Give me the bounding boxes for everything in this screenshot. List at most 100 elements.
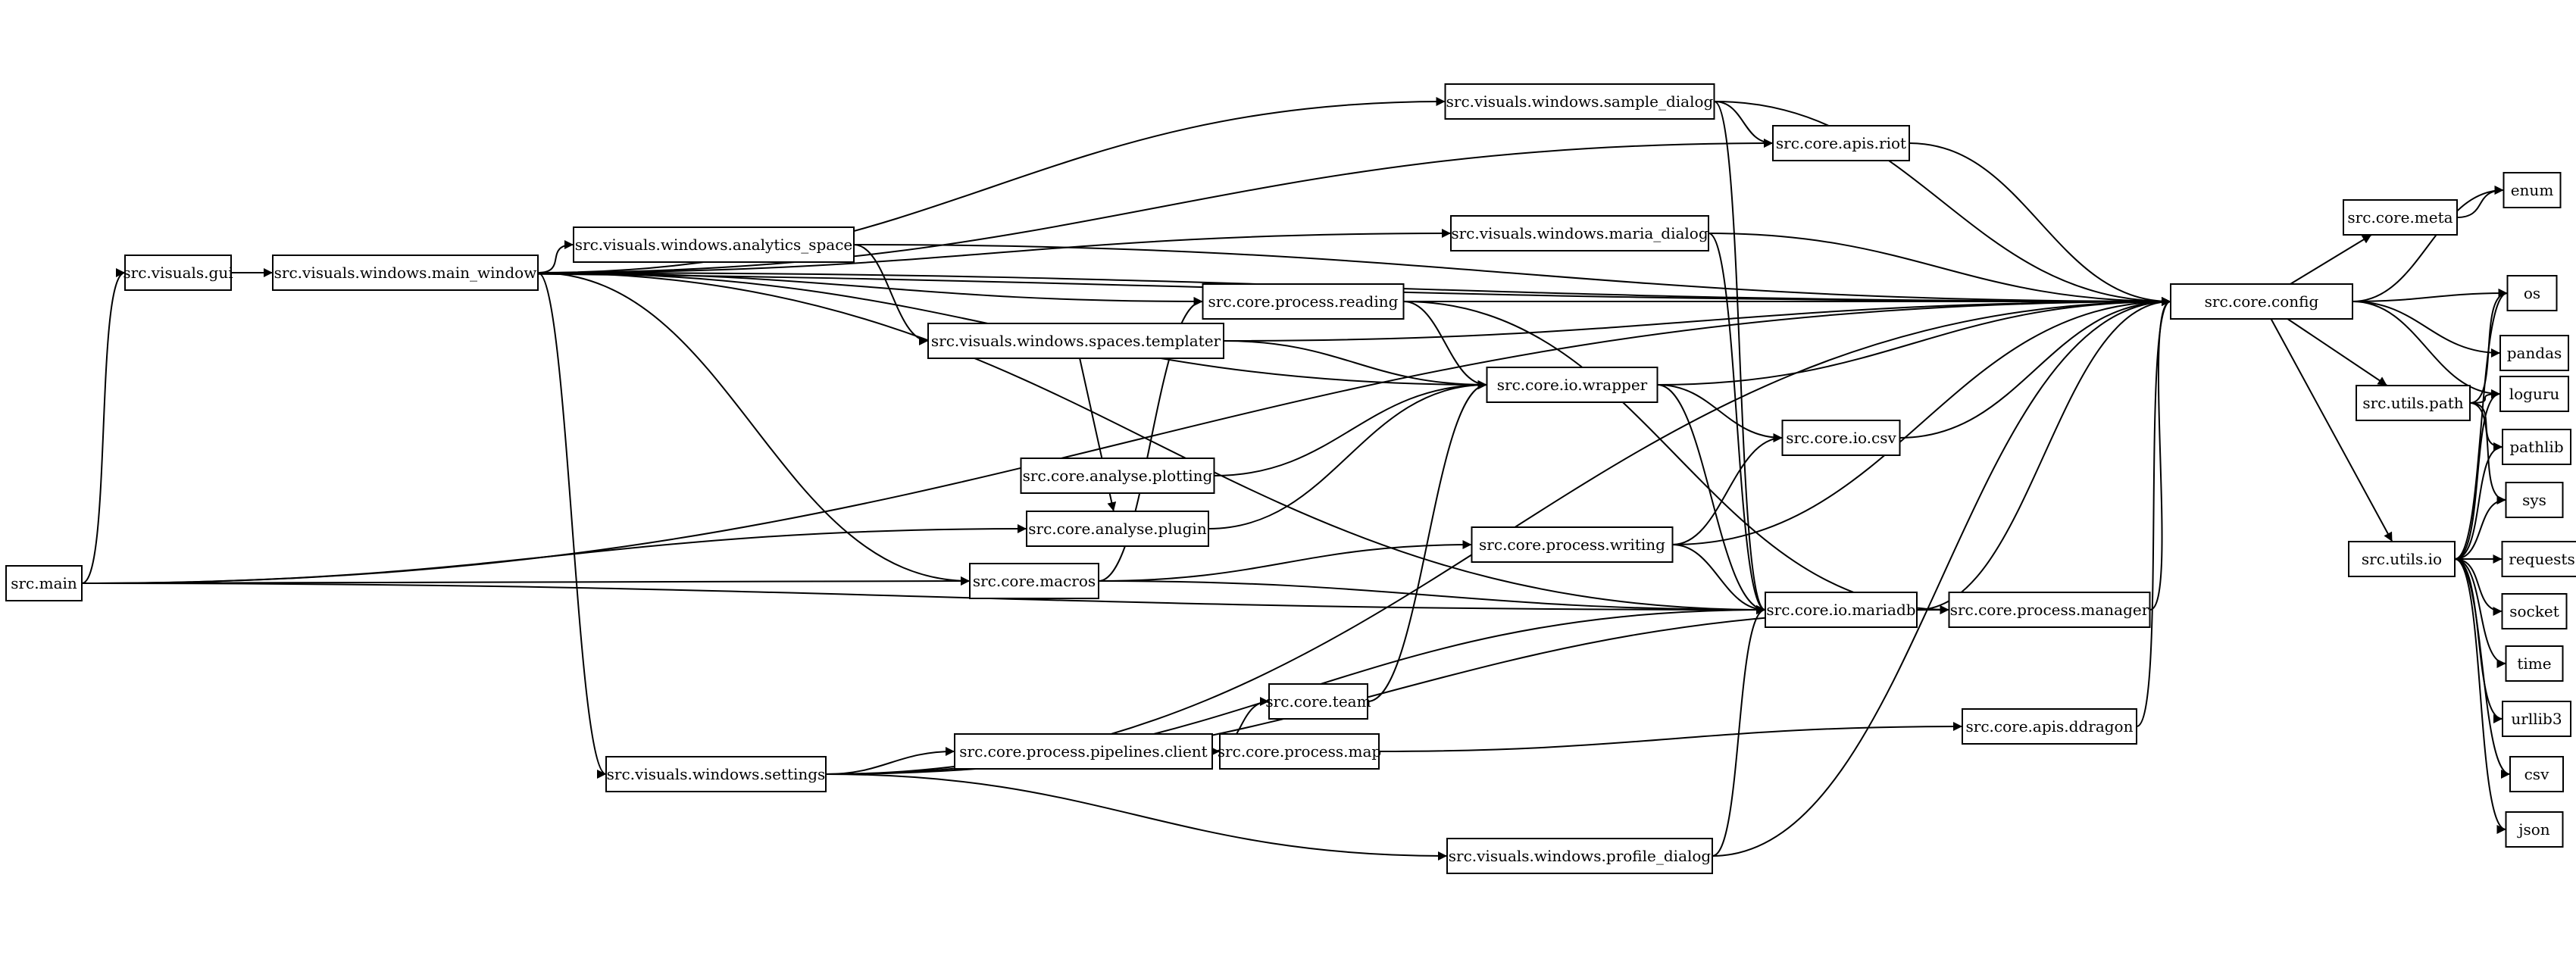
node-sys[interactable]: sys — [2505, 482, 2564, 518]
edge-path — [1916, 297, 2171, 611]
node-box — [1781, 420, 1901, 456]
node-reading[interactable]: src.core.process.reading — [1202, 283, 1405, 320]
node-label: src.core.io.csv — [1786, 429, 1896, 447]
node-label: src.core.process.reading — [1208, 292, 1399, 311]
node-box — [2505, 811, 2564, 848]
edge-process_map-to-ddragon — [1378, 722, 1963, 752]
node-manager[interactable]: src.core.process.manager — [1948, 592, 2151, 628]
edge-path — [1378, 722, 1963, 752]
node-meta[interactable]: src.core.meta — [2343, 199, 2458, 236]
node-box — [2501, 593, 2568, 629]
node-sample-dialog[interactable]: src.visuals.windows.sample_dialog — [1444, 83, 1715, 120]
edge-uio-to-os — [2454, 289, 2508, 560]
node-pathlib[interactable]: pathlib — [2502, 429, 2571, 465]
edge-path — [537, 240, 574, 273]
node-writing[interactable]: src.core.process.writing — [1471, 526, 1674, 563]
edge-sample_dialog-to-mariadb — [1714, 101, 1766, 614]
edge-path — [2454, 389, 2501, 560]
node-team[interactable]: src.core.team — [1265, 683, 1371, 720]
node-label: loguru — [2509, 385, 2560, 403]
edge-meta-to-enum — [2456, 186, 2504, 218]
node-maria-dialog[interactable]: src.visuals.windows.maria_dialog — [1450, 215, 1709, 251]
edge-path — [2469, 402, 2503, 451]
node-ddragon[interactable]: src.core.apis.ddragon — [1962, 708, 2137, 745]
edge-analytics_space-to-templater — [853, 244, 929, 345]
edge-path — [1672, 433, 1783, 545]
node-riot[interactable]: src.core.apis.riot — [1772, 125, 1910, 161]
node-wrapper[interactable]: src.core.io.wrapper — [1486, 367, 1658, 403]
node-box — [1268, 683, 1368, 720]
edge-path — [2352, 186, 2504, 302]
node-mariadb[interactable]: src.core.io.mariadb — [1765, 592, 1918, 628]
node-plotting[interactable]: src.core.analyse.plotting — [1020, 458, 1215, 494]
node-analytics-space[interactable]: src.visuals.windows.analytics_space — [573, 226, 855, 263]
edge-sample_dialog-to-riot — [1714, 101, 1774, 148]
node-urllib3[interactable]: urllib3 — [2502, 701, 2571, 737]
node-process-map[interactable]: src.core.process.map — [1218, 733, 1381, 770]
node-label: src.visuals.gui — [123, 264, 233, 282]
node-box — [2506, 275, 2558, 311]
node-pandas[interactable]: pandas — [2499, 335, 2569, 371]
node-main-window[interactable]: src.visuals.windows.main_window — [272, 255, 539, 291]
edge-sample_dialog-to-config — [1714, 101, 2171, 306]
edge-path — [2352, 301, 2501, 398]
node-enum[interactable]: enum — [2503, 172, 2562, 208]
node-gui[interactable]: src.visuals.gui — [123, 255, 233, 291]
node-json[interactable]: json — [2505, 811, 2564, 848]
node-label: src.core.meta — [2347, 208, 2453, 226]
node-config[interactable]: src.core.config — [2170, 283, 2353, 320]
edge-path — [2454, 289, 2508, 560]
edge-path — [1714, 101, 1774, 148]
edge-path — [1672, 544, 1766, 614]
edge-ddragon-to-config — [2136, 297, 2171, 727]
edge-path — [1708, 233, 1766, 614]
edge-csvmod-to-config — [1899, 297, 2171, 439]
node-box — [1772, 125, 1910, 161]
node-label: src.core.analyse.plotting — [1023, 467, 1213, 485]
node-label: src.core.io.mariadb — [1766, 601, 1915, 619]
edge-team-to-wrapper — [1367, 380, 1487, 702]
edge-maria_dialog-to-mariadb — [1708, 233, 1766, 614]
edge-path — [81, 583, 1766, 614]
node-loguru[interactable]: loguru — [2499, 376, 2569, 412]
node-csvlib[interactable]: csv — [2509, 756, 2564, 792]
node-uio[interactable]: src.utils.io — [2348, 541, 2456, 577]
node-box — [2503, 172, 2562, 208]
edge-main_window-to-reading — [537, 272, 1203, 306]
node-label: src.core.macros — [973, 572, 1096, 590]
node-plugin[interactable]: src.core.analyse.plugin — [1026, 511, 1209, 547]
edge-wrapper-to-mariadb — [1657, 384, 1766, 614]
edge-path — [2352, 289, 2508, 302]
node-socket[interactable]: socket — [2501, 593, 2568, 629]
node-main[interactable]: src.main — [5, 565, 83, 601]
node-macros[interactable]: src.core.macros — [969, 563, 1099, 599]
node-box — [1962, 708, 2137, 745]
node-profile-dialog[interactable]: src.visuals.windows.profile_dialog — [1446, 838, 1713, 874]
edge-reading-to-wrapper — [1403, 301, 1487, 389]
node-label: src.core.process.manager — [1950, 601, 2149, 619]
node-box — [2343, 199, 2458, 236]
edge-path — [2287, 318, 2388, 386]
node-box — [1444, 83, 1715, 120]
node-upath[interactable]: src.utils.path — [2356, 385, 2471, 421]
node-requests[interactable]: requests — [2501, 541, 2576, 577]
node-templater[interactable]: src.visuals.windows.spaces.templater — [927, 323, 1224, 359]
node-box — [605, 756, 827, 792]
node-label: src.visuals.windows.spaces.templater — [931, 332, 1221, 350]
edge-profile_dialog-to-mariadb — [1712, 605, 1766, 857]
node-os[interactable]: os — [2506, 275, 2558, 311]
node-label: pathlib — [2509, 438, 2563, 456]
node-settings[interactable]: src.visuals.windows.settings — [605, 756, 827, 792]
node-label: src.core.apis.riot — [1776, 134, 1906, 152]
node-box — [1446, 838, 1713, 874]
node-time[interactable]: time — [2505, 645, 2564, 682]
node-pipelines-client[interactable]: src.core.process.pipelines.client — [954, 733, 1213, 770]
node-box — [5, 565, 83, 601]
edge-path — [1223, 297, 2171, 342]
edge-main_window-to-macros — [537, 272, 971, 586]
node-csvmod[interactable]: src.core.io.csv — [1781, 420, 1901, 456]
edge-gui-to-config — [230, 272, 2171, 306]
node-label: src.visuals.windows.profile_dialog — [1449, 847, 1712, 865]
edge-path — [1098, 540, 1472, 582]
edge-path — [2136, 297, 2171, 727]
